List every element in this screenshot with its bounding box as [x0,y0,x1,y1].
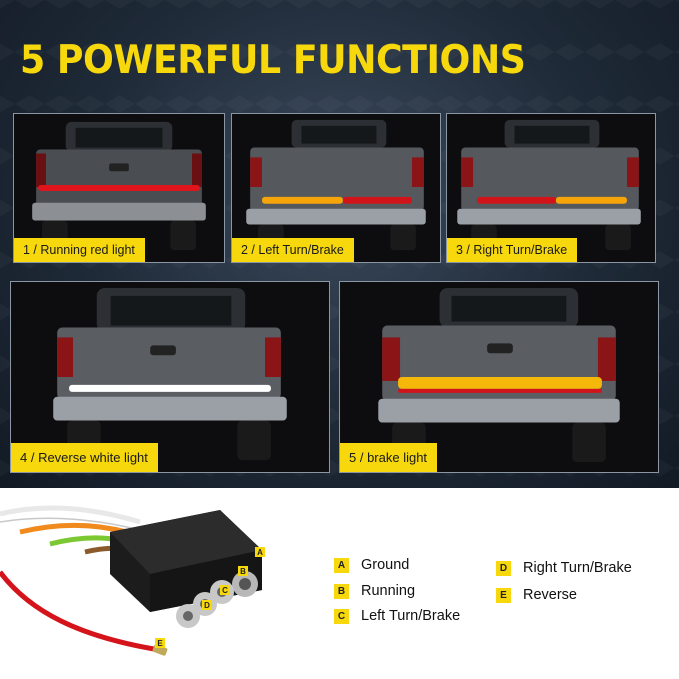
truck-tailgate-image [11,282,329,472]
function-caption-5: 5 / brake light [340,443,438,472]
legend-item-a: A Ground [334,557,409,573]
function-photo-5: 5 / brake light [339,281,659,473]
function-photo-4: 4 / Reverse white light [10,281,330,473]
function-caption-2: 2 / Left Turn/Brake [232,238,354,262]
light-bar [398,377,602,389]
legend-badge-d: D [496,560,511,576]
legend-text-a: Ground [361,557,410,573]
legend-badge-a: A [334,557,349,573]
light-bar [555,196,627,204]
truck-tailgate-image [340,282,658,472]
legend-item-b: B Running [334,583,415,599]
legend-badge-e: E [496,587,511,603]
legend-item-d: D Right Turn/Brake [496,560,632,576]
headline: 5 POWERFUL FUNCTIONS [20,38,526,83]
light-bar [38,185,200,191]
truck-tailgate-image [447,114,655,262]
function-caption-4: 4 / Reverse white light [11,443,158,472]
function-photo-2: 2 / Left Turn/Brake [231,113,441,263]
pin-label-d: D [204,601,210,610]
function-photo-1: 1 / Running red light [13,113,225,263]
functions-panel: 5 POWERFUL FUNCTIONS 1 / Running red lig… [0,0,679,488]
legend-item-c: C Left Turn/Brake [334,608,460,624]
pin-label-a: A [257,548,263,557]
legend-text-b: Running [361,583,416,599]
truck-tailgate-image [14,114,224,262]
pin-label-c: C [222,586,228,595]
pin-label-e: E [157,639,163,648]
function-caption-1: 1 / Running red light [14,238,145,262]
legend-badge-b: B [334,583,349,599]
truck-tailgate-image [232,114,440,262]
legend-text-c: Left Turn/Brake [361,608,461,624]
legend-item-e: E Reverse [496,587,577,603]
four-pin-connector-image: A B C D E [0,505,265,656]
function-caption-3: 3 / Right Turn/Brake [447,238,578,262]
legend-text-e: Reverse [523,587,577,603]
function-photo-3: 3 / Right Turn/Brake [446,113,656,263]
legend-badge-c: C [334,608,349,624]
pin-label-b: B [240,567,246,576]
light-bar [262,196,343,204]
legend-text-d: Right Turn/Brake [523,560,632,576]
light-bar [69,384,271,392]
